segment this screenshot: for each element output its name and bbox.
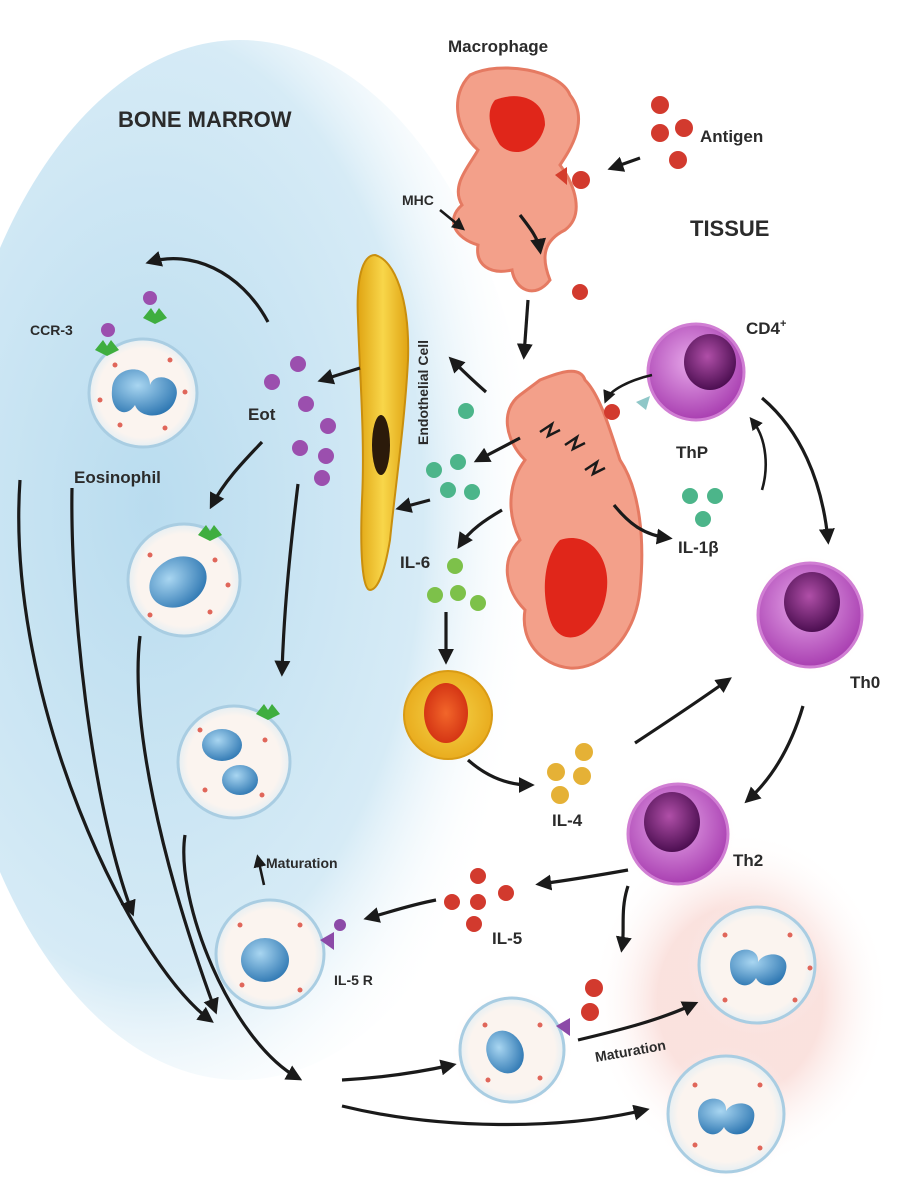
antigen-particles — [651, 96, 693, 169]
th0-label: Th0 — [850, 673, 880, 692]
tissue-eosinophil-2 — [687, 895, 827, 1035]
macrophage-to-activated-arrow — [524, 300, 528, 355]
il4-particles — [547, 743, 593, 804]
tissue-eosinophil-3 — [658, 1046, 794, 1177]
il5-label: IL-5 — [492, 929, 522, 948]
bm-to-tissue-arrow-1 — [342, 1065, 452, 1080]
eotaxin-bound-2 — [101, 323, 115, 337]
th2-to-il5-arrow — [540, 870, 628, 884]
th0-to-th2-arrow — [748, 706, 803, 800]
il5r-label: IL-5 R — [334, 972, 373, 988]
il4-to-th0-arrow — [635, 680, 728, 743]
thp-to-th0-arrow — [762, 398, 828, 540]
ccr3-label: CCR-3 — [30, 322, 73, 338]
eosinophil-cell-4 — [216, 900, 324, 1008]
th2-cell — [620, 776, 736, 892]
il1b-label: IL-1β — [678, 538, 719, 557]
bone-marrow-label: BONE MARROW — [118, 107, 292, 132]
mhc-label: MHC — [402, 192, 434, 208]
il4-label: IL-4 — [552, 811, 583, 830]
eot-label: Eot — [248, 405, 276, 424]
tcr-receptor — [604, 396, 650, 420]
eotaxin-bound-1 — [143, 291, 157, 305]
eosinophil-label: Eosinophil — [74, 468, 161, 487]
maturation-label-bm: Maturation — [266, 855, 338, 871]
endothelial-cell-label: Endothelial Cell — [415, 340, 431, 445]
eosinophil-cell-1 — [89, 339, 197, 447]
activated-macrophage-cell — [507, 371, 642, 668]
tissue-eosinophil-1 — [450, 988, 574, 1112]
antigen-label: Antigen — [700, 127, 763, 146]
th0-to-thp-arrow — [752, 420, 766, 490]
il1b-particles — [682, 488, 723, 527]
th0-cell — [750, 555, 870, 675]
antigen-to-macrophage-arrow — [612, 158, 640, 168]
b-cell — [398, 665, 498, 765]
cd4-label: CD4+ — [746, 318, 786, 338]
th2-label: Th2 — [733, 851, 763, 870]
eosinophil-cell-2 — [128, 524, 240, 636]
tissue-label: TISSUE — [690, 216, 769, 241]
eosinophil-cell-3 — [178, 704, 290, 818]
il6-label: IL-6 — [400, 553, 430, 572]
thp-cell — [641, 317, 751, 427]
antigen-presented — [572, 284, 588, 300]
macrophage-label: Macrophage — [448, 37, 548, 56]
thp-label: ThP — [676, 443, 708, 462]
